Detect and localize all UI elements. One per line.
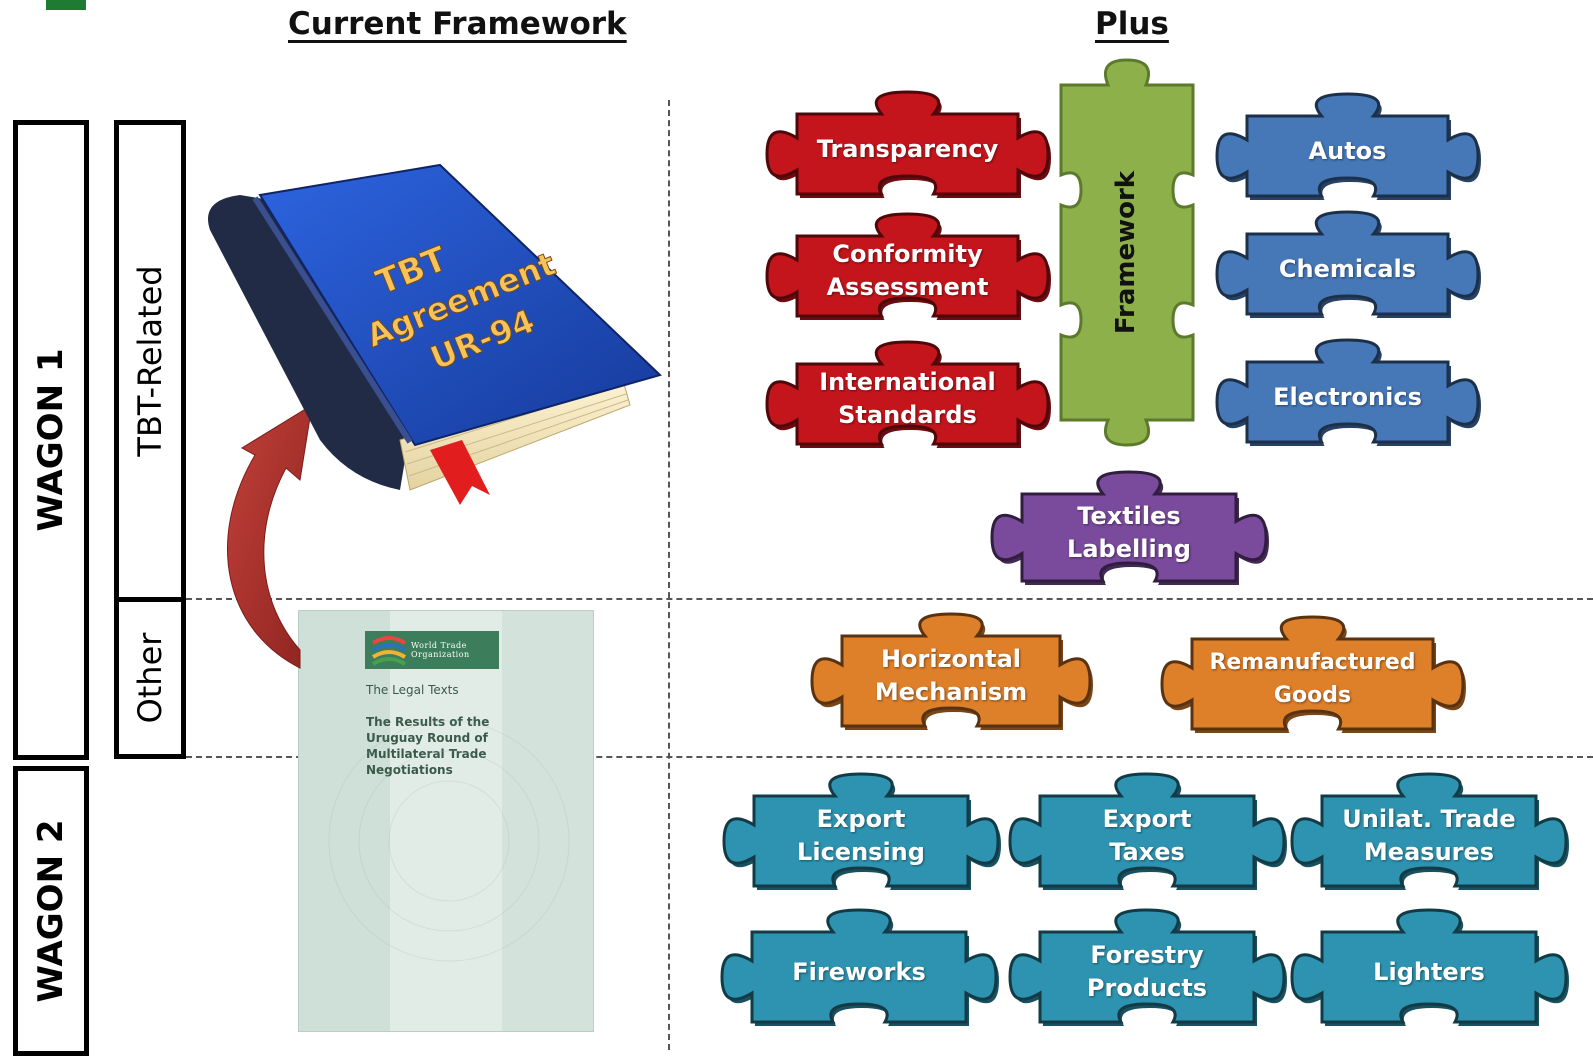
puzzle-body <box>1160 615 1465 731</box>
wagon-2-label: WAGON 2 <box>31 819 71 1003</box>
puzzle-body <box>1290 908 1568 1024</box>
book-icon: TBT Agreement UR-94 <box>208 163 662 505</box>
puzzle-piece-icon <box>1215 92 1481 200</box>
puzzle-electronics-label: Electronics <box>1273 382 1422 411</box>
puzzle-piece-icon <box>990 470 1269 585</box>
puzzle-body <box>1215 92 1480 198</box>
puzzle-body <box>1215 210 1480 316</box>
puzzle-horizontal-line1: Horizontal <box>880 645 1022 673</box>
tbt-related-box: TBT-Related <box>114 120 186 602</box>
cover-watermark <box>328 720 570 962</box>
puzzle-export-lic-line1: Export <box>816 805 906 833</box>
puzzle-piece-icon <box>1059 58 1195 447</box>
puzzle-chemicals: Chemicals <box>1215 210 1481 328</box>
puzzle-intl-line1: International <box>819 368 996 396</box>
puzzle-piece-icon <box>1008 772 1287 890</box>
puzzle-piece-icon <box>722 772 1001 890</box>
puzzle-piece-icon <box>1290 772 1569 890</box>
puzzle-body <box>1008 908 1286 1024</box>
puzzle-reman-line1: Remanufactured <box>1209 650 1416 675</box>
curved-arrow-icon <box>227 404 313 669</box>
puzzle-textiles-line2: Labelling <box>1067 534 1191 563</box>
puzzle-piece-icon <box>765 212 1051 320</box>
puzzle-fireworks-label: Fireworks <box>792 957 926 986</box>
other-label: Other <box>131 632 169 724</box>
puzzle-body <box>720 908 998 1024</box>
header-current-framework: Current Framework <box>288 6 627 42</box>
puzzle-horizontal-line2: Mechanism <box>874 678 1028 706</box>
puzzle-piece-icon <box>1290 908 1569 1026</box>
puzzle-fireworks: Fireworks <box>720 908 999 1036</box>
wto-name-line2: Organization <box>411 650 470 659</box>
puzzle-export-tax-line2: Taxes <box>1109 838 1185 866</box>
puzzle-lighters-label: Lighters <box>1373 957 1485 986</box>
legal-texts-title: The Legal Texts <box>366 683 459 697</box>
puzzle-piece-icon <box>1215 210 1481 318</box>
row-divider-2 <box>186 756 1593 758</box>
legal-texts-subtitle: The Results of the Uruguay Round of Mult… <box>366 715 490 777</box>
puzzle-piece-icon <box>1160 615 1466 733</box>
puzzle-transparency-label: Transparency <box>816 134 999 163</box>
puzzle-body <box>765 90 1050 196</box>
puzzle-body <box>990 470 1268 583</box>
puzzle-body <box>1215 338 1480 444</box>
column-divider <box>668 100 670 1050</box>
puzzle-body <box>765 340 1050 446</box>
puzzle-piece-icon <box>720 908 999 1026</box>
puzzle-body <box>1290 772 1568 888</box>
puzzle-transparency: Transparency <box>765 90 1051 208</box>
wagon-2-box: WAGON 2 <box>13 766 89 1056</box>
puzzle-lighters: Lighters <box>1290 908 1569 1036</box>
puzzle-body <box>810 612 1092 728</box>
header-plus: Plus <box>1095 6 1169 42</box>
puzzle-framework-label: Framework <box>1111 170 1142 335</box>
puzzle-piece-icon <box>1008 908 1287 1026</box>
puzzle-forestry-line2: Products <box>1086 974 1208 1002</box>
puzzle-reman-line2: Goods <box>1273 683 1352 708</box>
puzzle-framework: Framework <box>1058 55 1196 450</box>
puzzle-unilat-line2: Measures <box>1363 838 1495 866</box>
puzzle-autos: Autos <box>1215 92 1481 210</box>
puzzle-forestry-line1: Forestry <box>1090 941 1204 969</box>
puzzle-piece-icon <box>1215 338 1481 446</box>
puzzle-export-lic-line2: Licensing <box>797 838 925 866</box>
puzzle-electronics: Electronics <box>1215 338 1481 456</box>
puzzle-textiles-line1: Textiles <box>1077 501 1181 530</box>
puzzle-body <box>765 212 1050 318</box>
puzzle-piece-icon <box>810 612 1093 730</box>
wto-name-line1: World Trade <box>411 641 467 650</box>
wto-logo-icon: World Trade Organization <box>365 631 499 669</box>
corner-marker <box>46 0 86 10</box>
puzzle-piece-icon <box>765 340 1051 448</box>
puzzle-conformity-line1: Conformity <box>832 240 983 268</box>
puzzle-chemicals-label: Chemicals <box>1278 254 1417 283</box>
puzzle-export-tax-line1: Export <box>1102 805 1192 833</box>
puzzle-body <box>1008 772 1286 888</box>
wagon-1-box: WAGON 1 <box>13 120 89 760</box>
puzzle-conformity-line2: Assessment <box>826 273 989 301</box>
puzzle-autos-label: Autos <box>1308 136 1387 165</box>
tbt-related-label: TBT-Related <box>131 265 169 457</box>
wagon-1-label: WAGON 1 <box>31 348 71 532</box>
puzzle-unilat-line1: Unilat. Trade <box>1342 805 1516 833</box>
puzzle-piece-icon <box>765 90 1051 198</box>
puzzle-body <box>722 772 1000 888</box>
other-box: Other <box>114 597 186 759</box>
puzzle-intl-line2: Standards <box>838 401 977 429</box>
row-divider-1 <box>186 598 1593 600</box>
legal-texts-cover: World Trade Organization The Legal Texts… <box>298 610 594 1032</box>
